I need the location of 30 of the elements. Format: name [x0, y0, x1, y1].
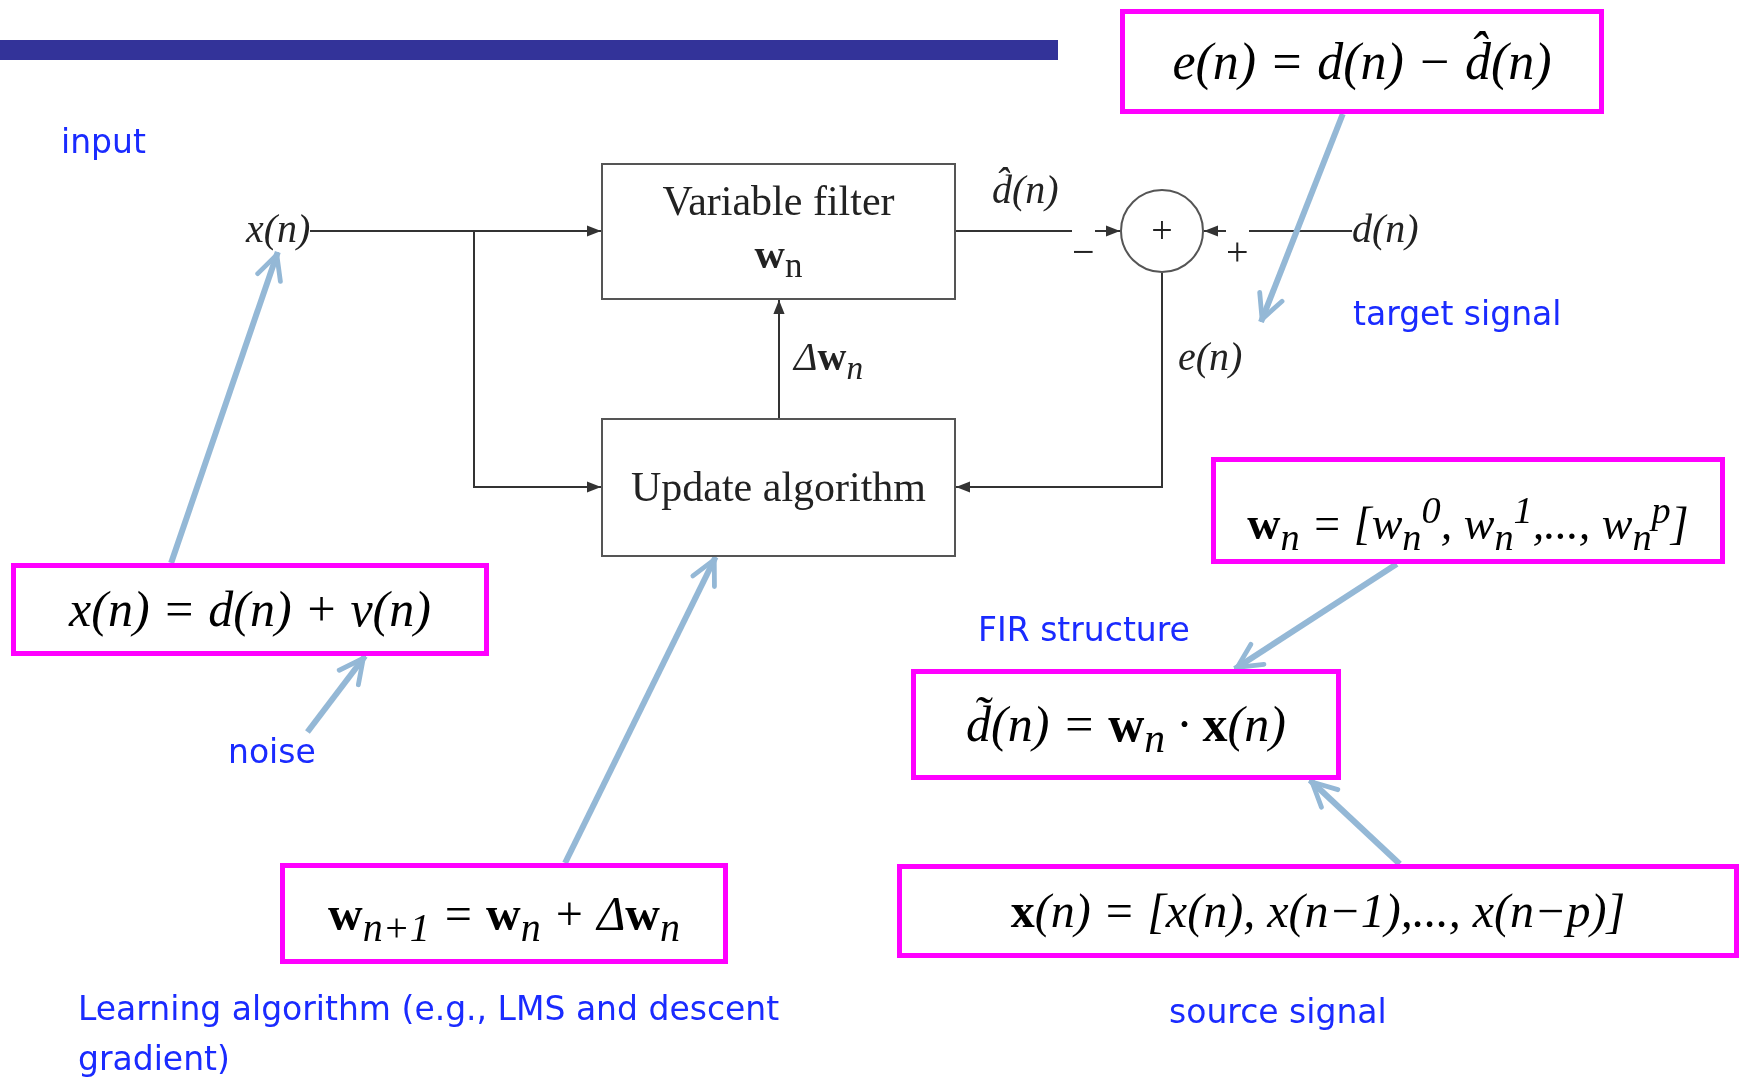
- pointer-arrow: [305, 654, 368, 734]
- annotation-text: source signal: [1169, 992, 1387, 1031]
- signal-arrow: [309, 230, 602, 493]
- header-bar: [0, 40, 1058, 60]
- formula-box: e(n) = d(n) − d̂(n): [1120, 9, 1604, 114]
- process-box: Update algorithm: [601, 418, 956, 557]
- summing-junction: +: [1120, 189, 1204, 273]
- formula-box: d̃(n) = w$_{n}$ · x(n): [911, 669, 1341, 780]
- annotation-text: noise: [228, 732, 316, 771]
- annotation-text: FIR structure: [978, 610, 1190, 649]
- signal-arrow: [773, 299, 785, 419]
- box-subtitle: w$_{n}$: [754, 229, 803, 288]
- formula-box: x(n) = [x(n), x(n−1),..., x(n−p)]: [897, 864, 1739, 958]
- pointer-arrow: [562, 555, 719, 865]
- pointer-arrow: [168, 251, 283, 564]
- signal-arrow: [955, 272, 1163, 493]
- annotation-text: Learning algorithm (e.g., LMS and descent gradient): [78, 988, 781, 1080]
- process-box: [601, 163, 956, 300]
- edge-label: d̂(n): [992, 166, 1059, 213]
- pointer-arrow: [1233, 561, 1399, 672]
- box-title: Variable filter: [662, 177, 895, 227]
- annotation-text: input: [61, 122, 146, 161]
- signal-label: x(n): [246, 205, 311, 252]
- annotation-text: target signal: [1353, 294, 1562, 333]
- pointer-arrow: [1307, 777, 1402, 867]
- formula-box: x(n) = d(n) + v(n): [11, 563, 489, 656]
- formula-box: w$_{n+1}$ = w$_{n}$ + Δw$_{n}$: [280, 863, 728, 964]
- pointer-arrow: [1257, 112, 1346, 324]
- formula-box: w$_{n}$ = [w$_{n}$$^{0}$, w$_{n}$$^{1}$,..., w$_{n}$$^{p}$]: [1211, 457, 1725, 564]
- signal-label: d(n): [1352, 205, 1419, 252]
